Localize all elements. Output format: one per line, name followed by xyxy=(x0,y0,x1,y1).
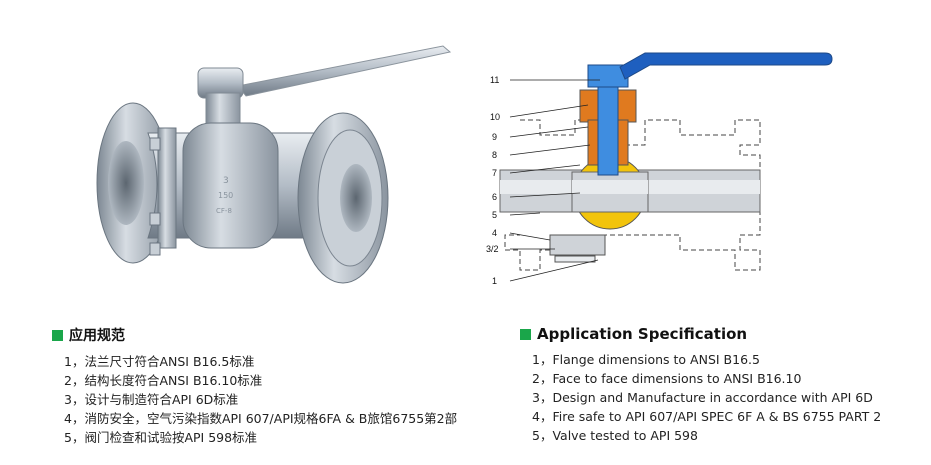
callout-5: 5 xyxy=(492,210,497,220)
callout-10: 10 xyxy=(490,112,500,122)
valve-section-diagram: 11 10 9 8 7 6 5 4 3/2 1 xyxy=(486,52,833,286)
en-spec-title: Application Specification xyxy=(537,325,748,343)
list-item: 5，Valve tested to API 598 xyxy=(532,428,698,443)
callout-6: 6 xyxy=(492,192,497,202)
list-item: 3，设计与制造符合API 6D标准 xyxy=(64,392,239,407)
svg-text:CF-8: CF-8 xyxy=(216,207,232,215)
callout-11: 11 xyxy=(490,75,499,85)
callout-9: 9 xyxy=(492,132,497,142)
callout-3-2: 3/2 xyxy=(486,244,499,254)
zh-spec-heading: 应用规范 xyxy=(52,325,457,345)
list-item: 5，阀门检查和试验按API 598标准 xyxy=(64,430,258,445)
en-spec-list: 1，Flange dimensions to ANSI B16.5 2，Face… xyxy=(532,350,881,445)
svg-text:3: 3 xyxy=(223,176,229,186)
callout-1: 1 xyxy=(492,276,497,286)
green-square-icon xyxy=(52,329,63,341)
zh-spec-title: 应用规范 xyxy=(69,328,125,344)
list-item: 4，消防安全，空气污染指数API 607/API规格6FA & B旅馆6755第… xyxy=(64,411,458,426)
zh-spec-list: 1，法兰尺寸符合ANSI B16.5标准 2，结构长度符合ANSI B16.10… xyxy=(64,352,457,447)
green-square-icon xyxy=(520,328,531,340)
callout-4: 4 xyxy=(492,228,497,238)
list-item: 4，Fire safe to API 607/API SPEC 6F A & B… xyxy=(532,409,882,424)
callout-8: 8 xyxy=(492,150,497,160)
en-spec-section: Application Specification 1，Flange dimen… xyxy=(520,325,881,445)
en-spec-heading: Application Specification xyxy=(520,325,881,343)
zh-spec-section: 应用规范 1，法兰尺寸符合ANSI B16.5标准 2，结构长度符合ANSI B… xyxy=(52,325,457,447)
list-item: 2，Face to face dimensions to ANSI B16.10 xyxy=(532,371,802,386)
list-item: 1，法兰尺寸符合ANSI B16.5标准 xyxy=(64,354,255,369)
list-item: 2，结构长度符合ANSI B16.10标准 xyxy=(64,373,263,388)
list-item: 3，Design and Manufacture in accordance w… xyxy=(532,390,873,405)
ball-valve-photo: 3 150 CF-8 xyxy=(96,45,452,284)
callout-7: 7 xyxy=(492,168,497,178)
svg-text:150: 150 xyxy=(218,191,233,200)
list-item: 1，Flange dimensions to ANSI B16.5 xyxy=(532,352,760,367)
